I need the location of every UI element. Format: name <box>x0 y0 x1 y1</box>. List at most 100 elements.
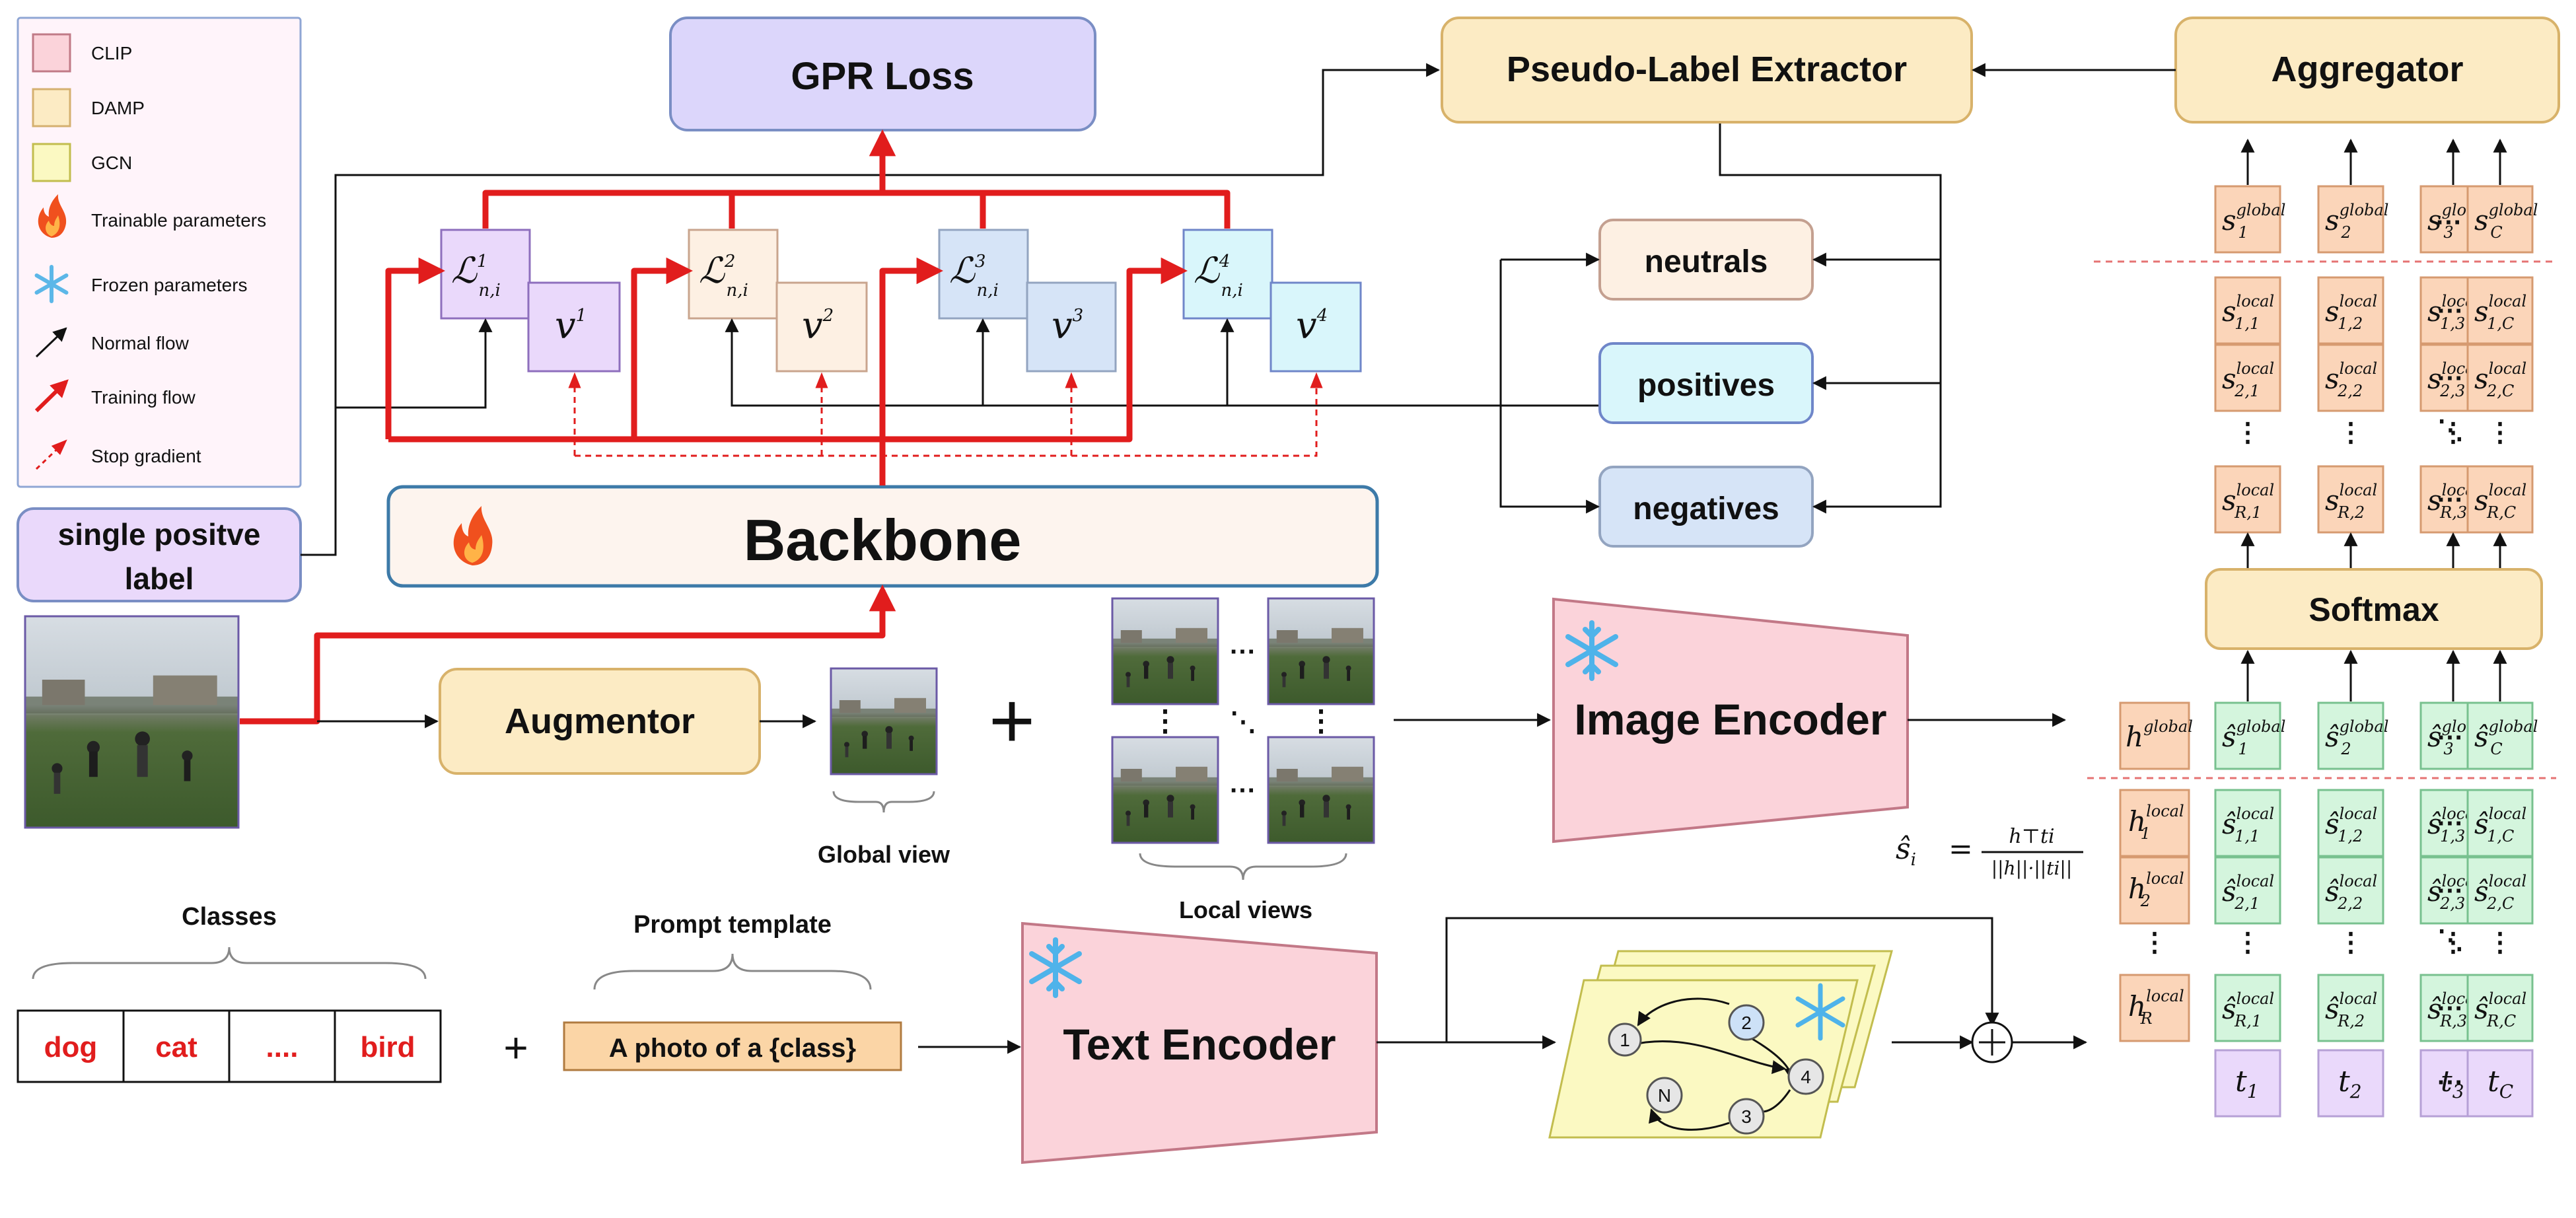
s-hat-local-cell-R-C <box>2466 974 2534 1042</box>
s-hat-local-cell-1-1 <box>2214 789 2281 857</box>
backbone-box: Backbone <box>386 485 1379 588</box>
v-label-3: v3 <box>1052 304 1083 347</box>
backbone-fire-icon <box>453 506 493 565</box>
gcn-node-4-label: 4 <box>1801 1067 1811 1087</box>
input-image <box>24 615 240 829</box>
s-vdots-1: ⋮ <box>2338 418 2364 447</box>
s-local-ellipsis-0: ··· <box>2437 297 2464 326</box>
class-cell-2: cat <box>155 1031 197 1063</box>
v-label-4: v4 <box>1296 304 1328 347</box>
s-hat-ddots: ⋱ <box>2437 925 2464 954</box>
class-cell-4: bird <box>360 1031 415 1063</box>
dashed-red-arrow-icon <box>35 439 67 470</box>
t-label-1: t1 <box>2235 1065 2259 1102</box>
gcn-node-n-label: N <box>1658 1085 1671 1106</box>
global-view-image <box>830 667 938 775</box>
s-hat-local-cell-2-C <box>2466 856 2534 925</box>
legend-trainable-label: Trainable parameters <box>91 210 266 231</box>
sum-operator <box>1971 1021 2013 1063</box>
s-global-cell-1 <box>2214 185 2281 254</box>
single-positive-label-line2: label <box>125 561 194 596</box>
snowflake-icon <box>34 265 69 303</box>
damp-swatch <box>32 88 71 127</box>
local-views-caption: Local views <box>1179 896 1312 923</box>
softmax-label: Softmax <box>2308 591 2439 628</box>
s-hat-vdots-1: ⋮ <box>2338 928 2364 957</box>
local-views-brace <box>1139 853 1347 880</box>
class-cell-3: .... <box>266 1031 299 1063</box>
pseudo-label-extractor-label: Pseudo-Label Extractor <box>1507 50 1907 89</box>
s-hat-local-cell-2-2 <box>2317 856 2384 925</box>
v-box-4 <box>1270 281 1362 373</box>
similarity-formula: ŝi = h⊤ti ||h||·||ti|| <box>1896 825 2083 879</box>
t-cell-2 <box>2317 1049 2384 1118</box>
gcn-block: 1 2 4 3 N <box>1548 950 1893 1139</box>
t-cell-C <box>2466 1049 2534 1118</box>
training-flow-lines <box>240 129 1231 725</box>
local-v-ellipsis-left: ⋮ <box>1151 705 1180 737</box>
v-box-3 <box>1026 281 1117 373</box>
local-d-ellipsis: ⋱ <box>1230 707 1256 736</box>
s-local-cell-R-C <box>2466 465 2534 534</box>
s-hat-local-cell-1-C <box>2466 789 2534 857</box>
gcn-node-2-label: 2 <box>1741 1013 1752 1033</box>
negatives-box: negatives <box>1598 466 1814 548</box>
s-hat-global-ellipsis: ··· <box>2437 723 2464 752</box>
h-global-cell <box>2119 701 2190 770</box>
local-h-ellipsis-bottom: ··· <box>1230 776 1256 805</box>
h-local-cell-R <box>2119 974 2190 1042</box>
legend-normal-label: Normal flow <box>91 333 190 353</box>
legend-clip-label: CLIP <box>91 43 132 63</box>
s-hat-local-cell-R-1 <box>2214 974 2281 1042</box>
augmentor-label: Augmentor <box>505 701 695 741</box>
s-hat-vdots-0: ⋮ <box>2235 928 2261 957</box>
gcn-node-4 <box>1787 1058 1824 1095</box>
s-hat-global-cell-2 <box>2317 701 2384 770</box>
single-positive-label-box: single positve label <box>17 507 302 602</box>
text-encoder-snowflake-icon <box>1029 937 1082 998</box>
aggregator-label: Aggregator <box>2271 50 2463 89</box>
s-vdots-3: ⋮ <box>2487 418 2513 447</box>
class-cell-1: dog <box>44 1031 98 1063</box>
neutrals-box: neutrals <box>1598 219 1814 301</box>
h-local-cell-2 <box>2119 856 2190 925</box>
s-hat-local-cell-R-2 <box>2317 974 2384 1042</box>
s-hat-global-cell-C <box>2466 701 2534 770</box>
svg-text:||h||·||ti||: ||h||·||ti|| <box>1991 857 2073 879</box>
prompt-template-brace <box>593 953 872 990</box>
classes-plus-sign: + <box>503 1024 528 1071</box>
t-cell-1 <box>2214 1049 2281 1118</box>
gcn-node-3-label: 3 <box>1741 1106 1752 1127</box>
text-encoder-block: Text Encoder <box>1021 921 1378 1164</box>
s-ddots: ⋱ <box>2437 415 2464 445</box>
v-box-2 <box>775 281 868 373</box>
gcn-node-1 <box>1608 1022 1642 1057</box>
global-view-brace <box>832 791 935 813</box>
positives-label: positives <box>1637 368 1775 403</box>
h-local-cell-1 <box>2119 789 2190 857</box>
legend-frame <box>17 17 302 488</box>
v-box-1 <box>527 281 621 373</box>
image-encoder-block: Image Encoder <box>1552 597 1909 843</box>
v-label-1: v1 <box>555 304 587 347</box>
prompt-template-box: A photo of a {class} <box>563 1021 902 1071</box>
local-views-grid: ··· ··· ⋮ ⋮ ⋱ <box>1111 597 1375 844</box>
